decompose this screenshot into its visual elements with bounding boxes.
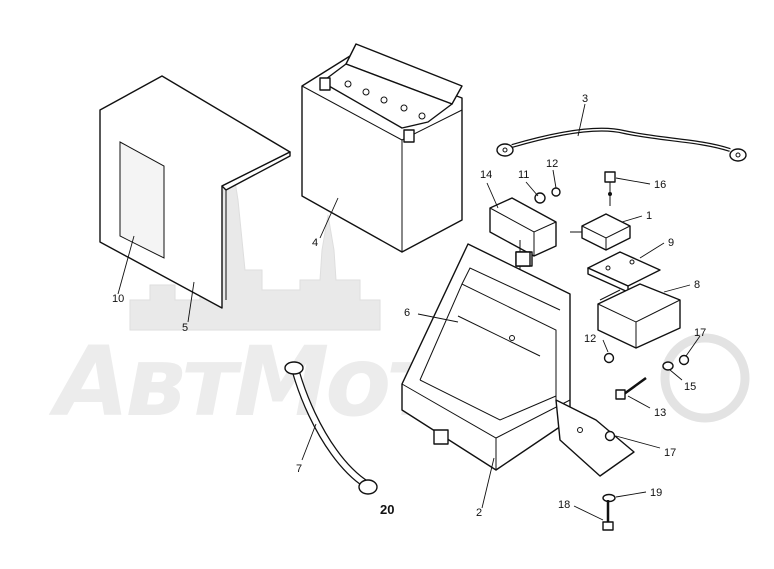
watermark-skyline: [129, 149, 381, 331]
box-mount-bracket: [555, 399, 635, 477]
bolt-18: [602, 500, 614, 531]
callout-18: 18: [558, 499, 570, 511]
cover-label-panel: [119, 141, 165, 259]
nut-12: [603, 352, 615, 364]
battery-terminals: [319, 77, 426, 143]
callout-12-mid: 12: [584, 333, 596, 345]
callout-15: 15: [684, 381, 696, 393]
bolt-13: [615, 376, 647, 400]
callout-4: 4: [312, 237, 318, 249]
callout-11: 11: [518, 169, 529, 181]
callout-17-right: 17: [694, 327, 706, 339]
battery-cover: [99, 75, 291, 309]
callout-6: 6: [404, 307, 410, 319]
box-drain-tube: [433, 429, 449, 445]
vent-tube-plug: [358, 479, 378, 495]
callout-14: 14: [480, 169, 492, 181]
callout-17-lower: 17: [664, 447, 676, 459]
washer-15: [662, 361, 674, 371]
callout-2: 2: [476, 507, 482, 519]
rubber-pad: [587, 251, 661, 293]
callout-16: 16: [654, 179, 666, 191]
callout-20: 20: [380, 502, 394, 517]
clamp-nut: [551, 187, 561, 197]
callout-3: 3: [582, 93, 588, 105]
top-bolt: [604, 171, 616, 206]
battery-box: [401, 243, 635, 477]
nut-17b: [604, 430, 616, 442]
leader-lines: [117, 103, 701, 521]
battery: [301, 43, 463, 253]
relay: [570, 213, 631, 251]
regulator-module: [597, 283, 681, 349]
battery-cable: [496, 127, 747, 162]
callout-12-top: 12: [546, 158, 558, 170]
callout-9: 9: [668, 237, 674, 249]
callout-labels: 10 5 4 3 14 11 12 16 1 9 8 6 12 17 15 13…: [112, 93, 706, 519]
callout-7: 7: [296, 463, 302, 475]
callout-19: 19: [650, 487, 662, 499]
callout-13: 13: [654, 407, 666, 419]
callout-5: 5: [182, 322, 188, 334]
callout-1: 1: [646, 210, 652, 222]
vent-tube: [284, 361, 378, 495]
nut-17a: [678, 354, 690, 366]
callout-10: 10: [112, 293, 124, 305]
callout-8: 8: [694, 279, 700, 291]
